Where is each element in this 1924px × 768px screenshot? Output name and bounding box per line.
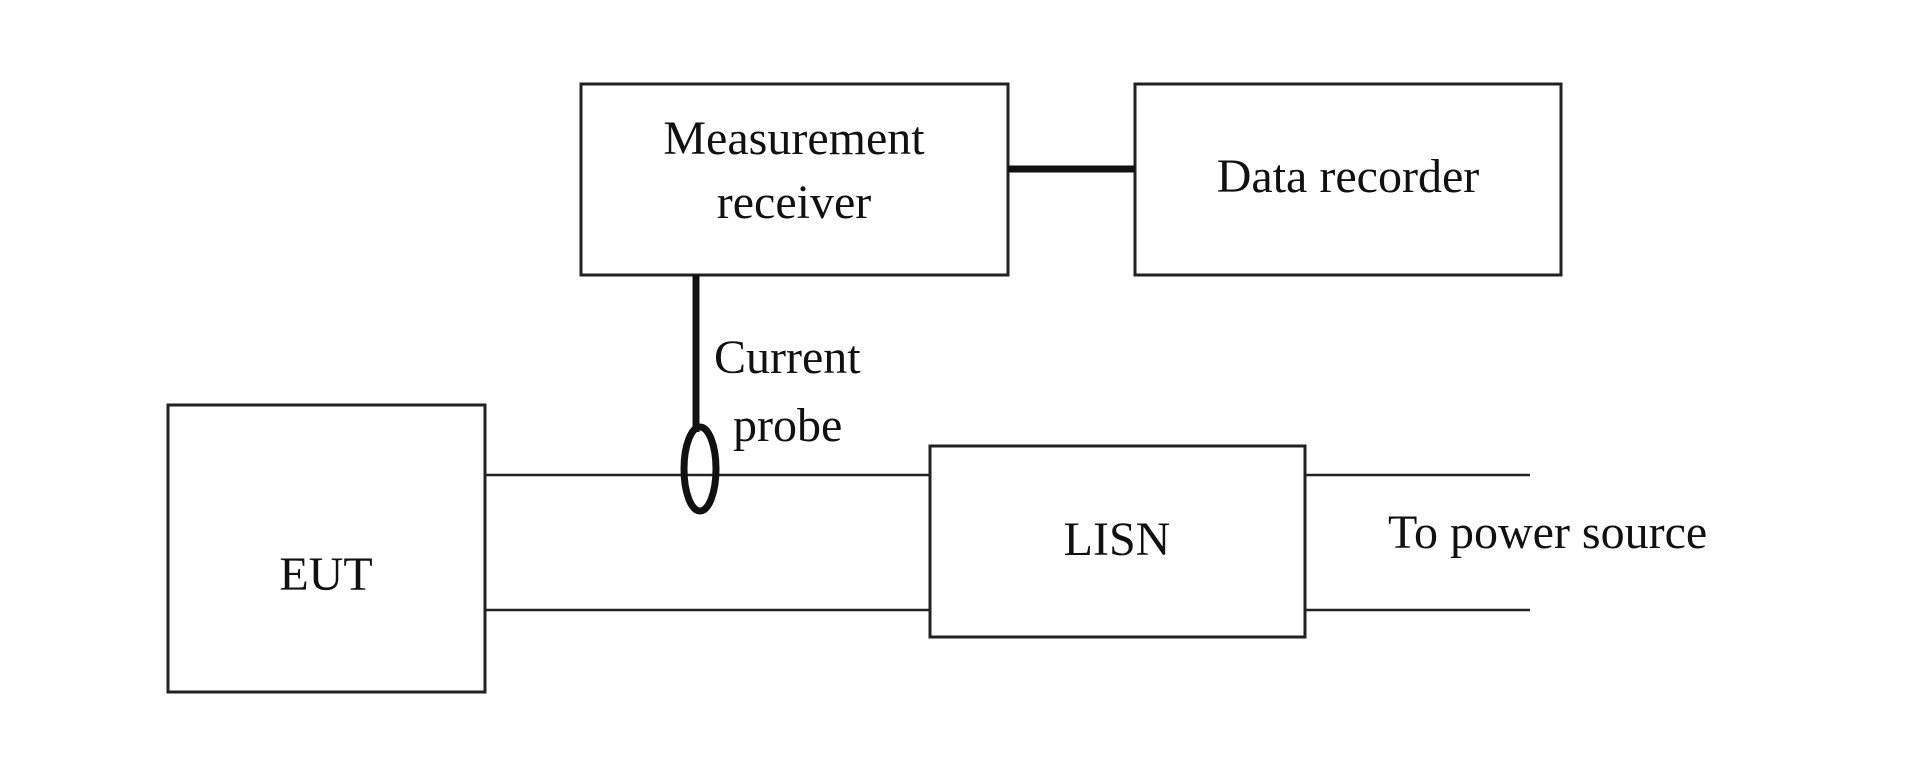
eut-box: [166, 403, 487, 694]
eut-block: EUT: [166, 403, 487, 694]
lisn-label: LISN: [1064, 513, 1171, 566]
current-probe-icon: [680, 423, 720, 515]
measurement-receiver-label-line2: receiver: [717, 176, 872, 229]
data-recorder-label: Data recorder: [1217, 150, 1479, 203]
data-recorder-block: Data recorder: [1133, 82, 1563, 277]
current-probe-label-line2: probe: [733, 399, 842, 452]
lisn-block: LISN: [928, 444, 1307, 639]
data-recorder-box: [1133, 82, 1563, 277]
measurement-receiver-box: [579, 82, 1010, 277]
measurement-receiver-label-line1: Measurement: [663, 112, 925, 165]
lisn-box: [928, 444, 1307, 639]
eut-label: EUT: [279, 548, 372, 601]
power-source-label: To power source: [1388, 506, 1707, 559]
measurement-receiver-block: Measurement receiver: [579, 82, 1010, 277]
current-probe-label-line1: Current: [714, 331, 861, 384]
